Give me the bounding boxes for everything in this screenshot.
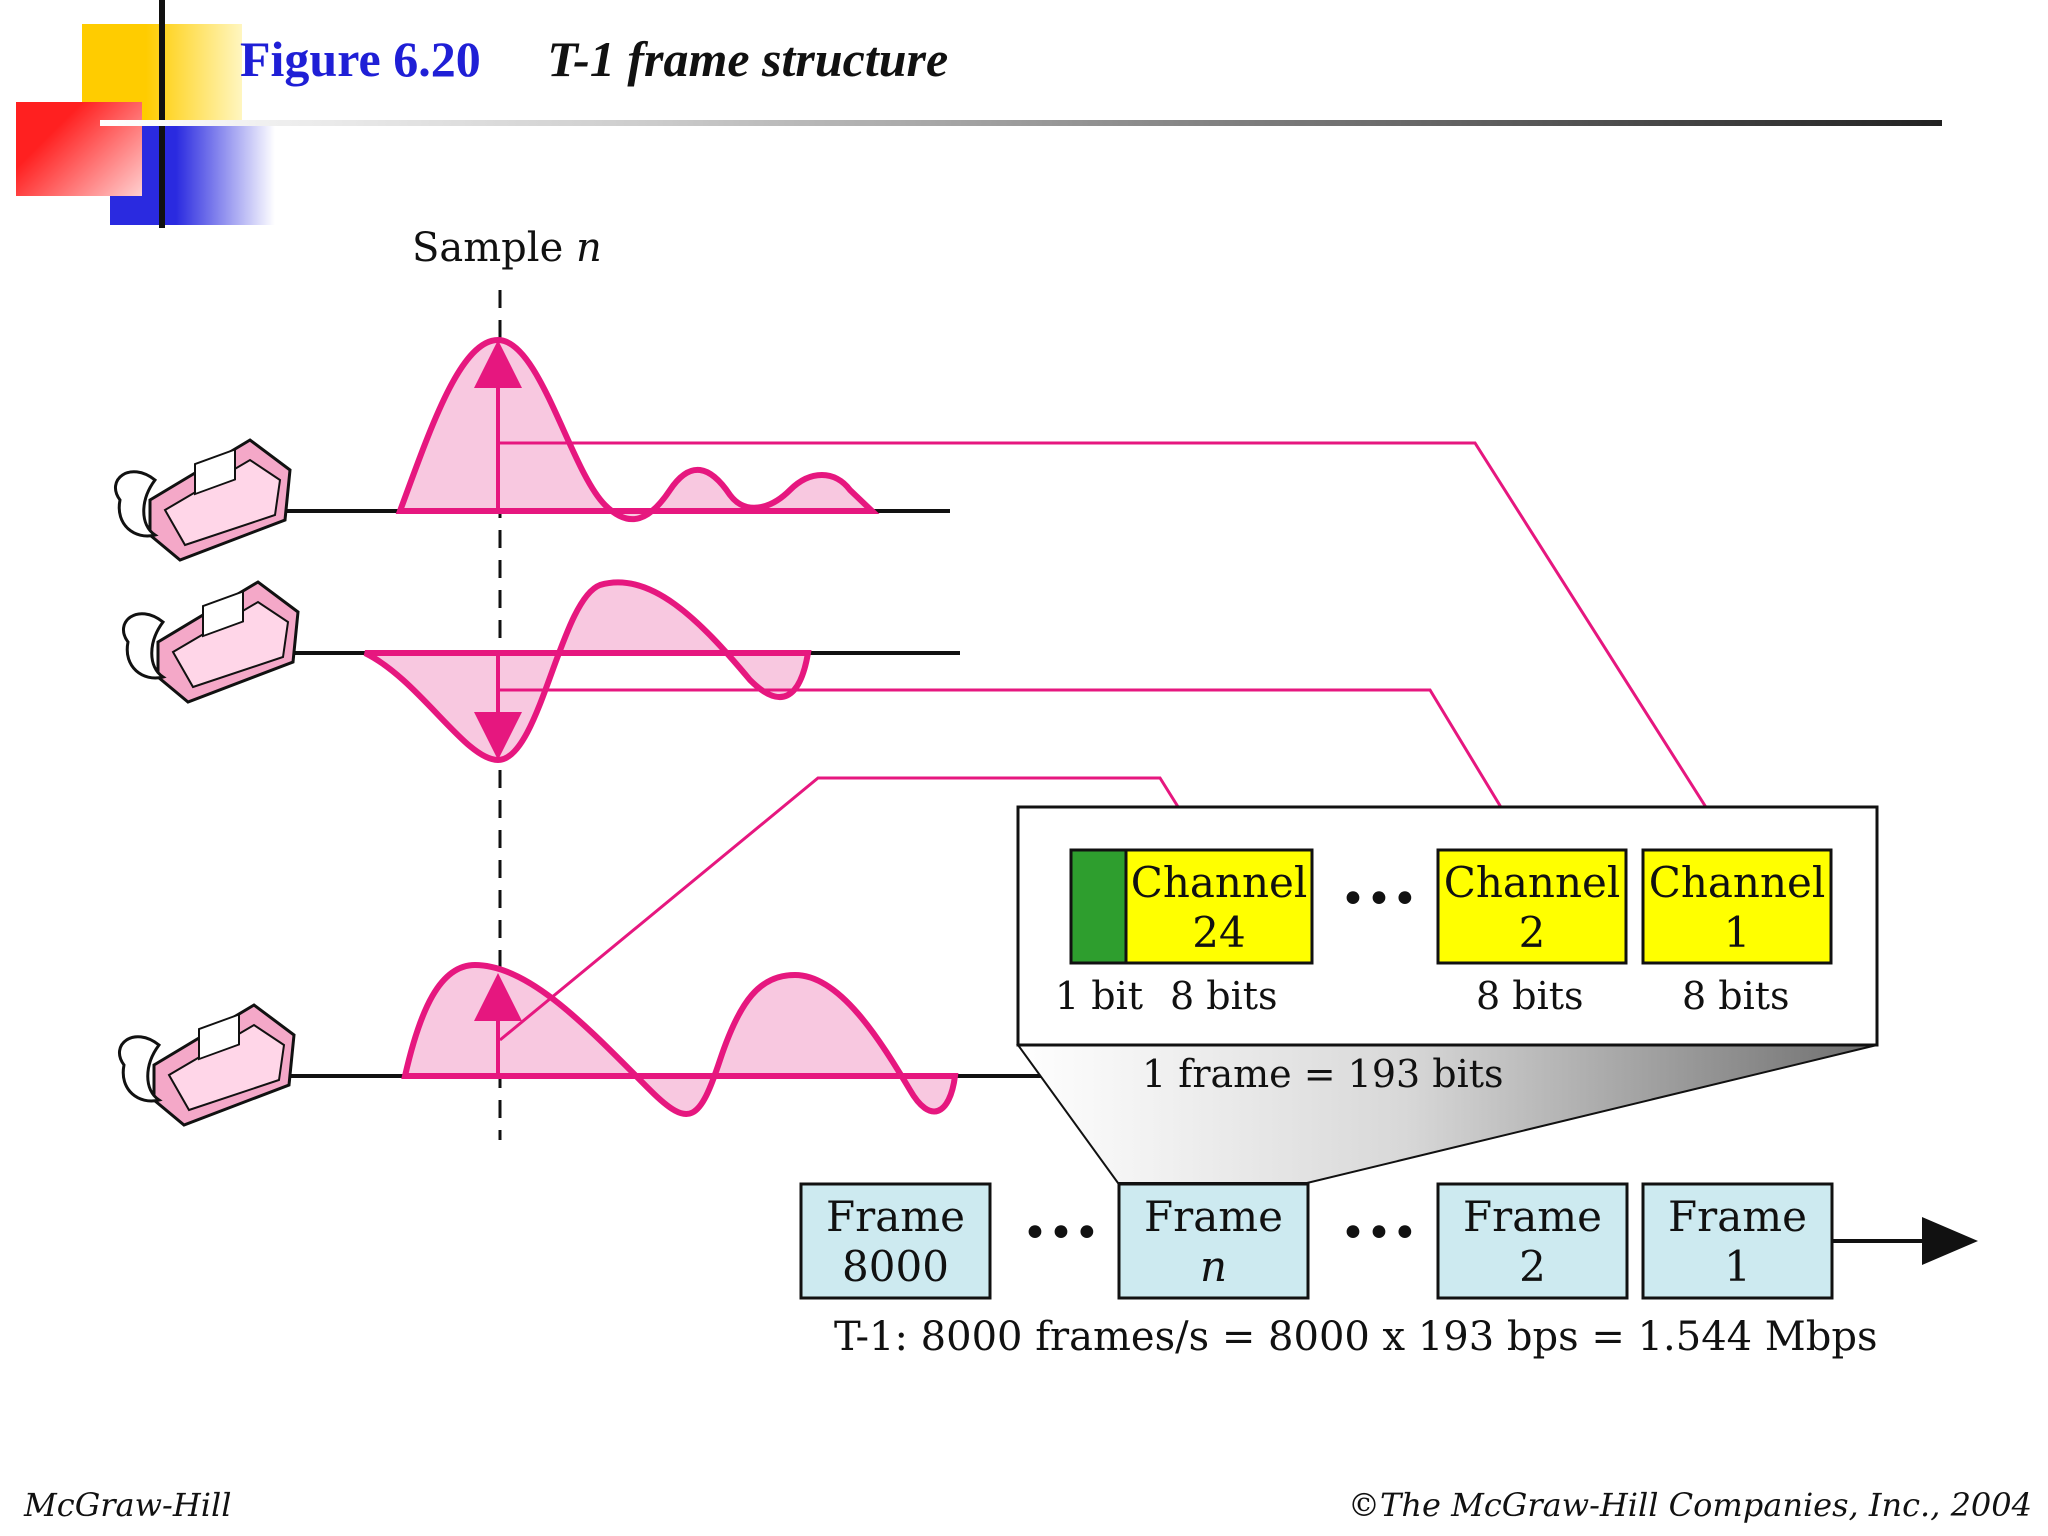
signal-waveform-2 [295, 579, 960, 764]
connector-channel-2 [500, 688, 1527, 850]
figure-number: Figure 6.20 [240, 31, 481, 87]
figure-title: T-1 frame structure [547, 31, 949, 87]
frame-8000-number: 8000 [842, 1242, 949, 1291]
channel-24-label: Channel 24 [1126, 858, 1312, 958]
frame-n-label: Frame n [1119, 1192, 1308, 1292]
channel-box-2 [1436, 848, 1628, 965]
rate-label: T-1: 8000 frames/s = 8000 x 193 bps = 1.… [834, 1314, 1878, 1360]
frame-8000-title: Frame [826, 1192, 965, 1241]
frame-size-label: 1 frame = 193 bits [1142, 1052, 1504, 1096]
frame-2-title: Frame [1463, 1192, 1602, 1241]
frame-n-title: Frame [1144, 1192, 1283, 1241]
frame-2-label: Frame 2 [1438, 1192, 1627, 1292]
frame-box-n [1117, 1182, 1310, 1300]
channel-box-1 [1641, 848, 1833, 965]
channel-2-label: Channel 2 [1438, 858, 1626, 958]
channel-24-bits: 8 bits [1170, 974, 1278, 1018]
frame-1-title: Frame [1668, 1192, 1807, 1241]
channel-1-number: 1 [1723, 908, 1751, 957]
frame-box-1 [1641, 1182, 1834, 1300]
telephone-icon [113, 438, 292, 562]
frame-2-number: 2 [1519, 1242, 1546, 1291]
sample-label-var: n [575, 225, 602, 271]
channel-1-bits: 8 bits [1682, 974, 1790, 1018]
signal-waveform-24 [290, 961, 1045, 1117]
footer-publisher: McGraw-Hill [24, 1486, 232, 1524]
channel-2-number: 2 [1518, 908, 1546, 957]
channel-1-title: Channel [1648, 858, 1826, 907]
channel-2-bits: 8 bits [1476, 974, 1584, 1018]
signal-waveform-1 [285, 336, 950, 523]
framing-bit-label: 1 bit [1055, 974, 1144, 1018]
footer-copyright: ©The McGraw-Hill Companies, Inc., 2004 [1348, 1486, 2032, 1524]
channel-1-label: Channel 1 [1643, 858, 1831, 958]
frame-ellipsis-1: ••• [1022, 1208, 1100, 1259]
channel-24-title: Channel [1130, 858, 1308, 907]
telephone-icon [121, 580, 300, 704]
channel-2-title: Channel [1443, 858, 1621, 907]
frame-n-number: n [1199, 1242, 1228, 1291]
channel-ellipsis: ••• [1340, 874, 1418, 925]
frame-box-8000 [799, 1182, 992, 1300]
framing-bit [1069, 848, 1128, 965]
connector-channel-1 [500, 441, 1733, 850]
sample-label-text: Sample [412, 225, 564, 271]
frame-1-number: 1 [1724, 1242, 1751, 1291]
frame-box-2 [1436, 1182, 1629, 1300]
telephone-icon [117, 1003, 296, 1127]
channel-24-number: 24 [1192, 908, 1246, 957]
frame-8000-label: Frame 8000 [801, 1192, 990, 1292]
frame-ellipsis-2: ••• [1340, 1208, 1418, 1259]
page-title: Figure 6.20 T-1 frame structure [240, 30, 948, 88]
channel-box-24 [1124, 848, 1314, 965]
frame-1-label: Frame 1 [1643, 1192, 1832, 1292]
sample-label: Sample n [412, 225, 602, 271]
